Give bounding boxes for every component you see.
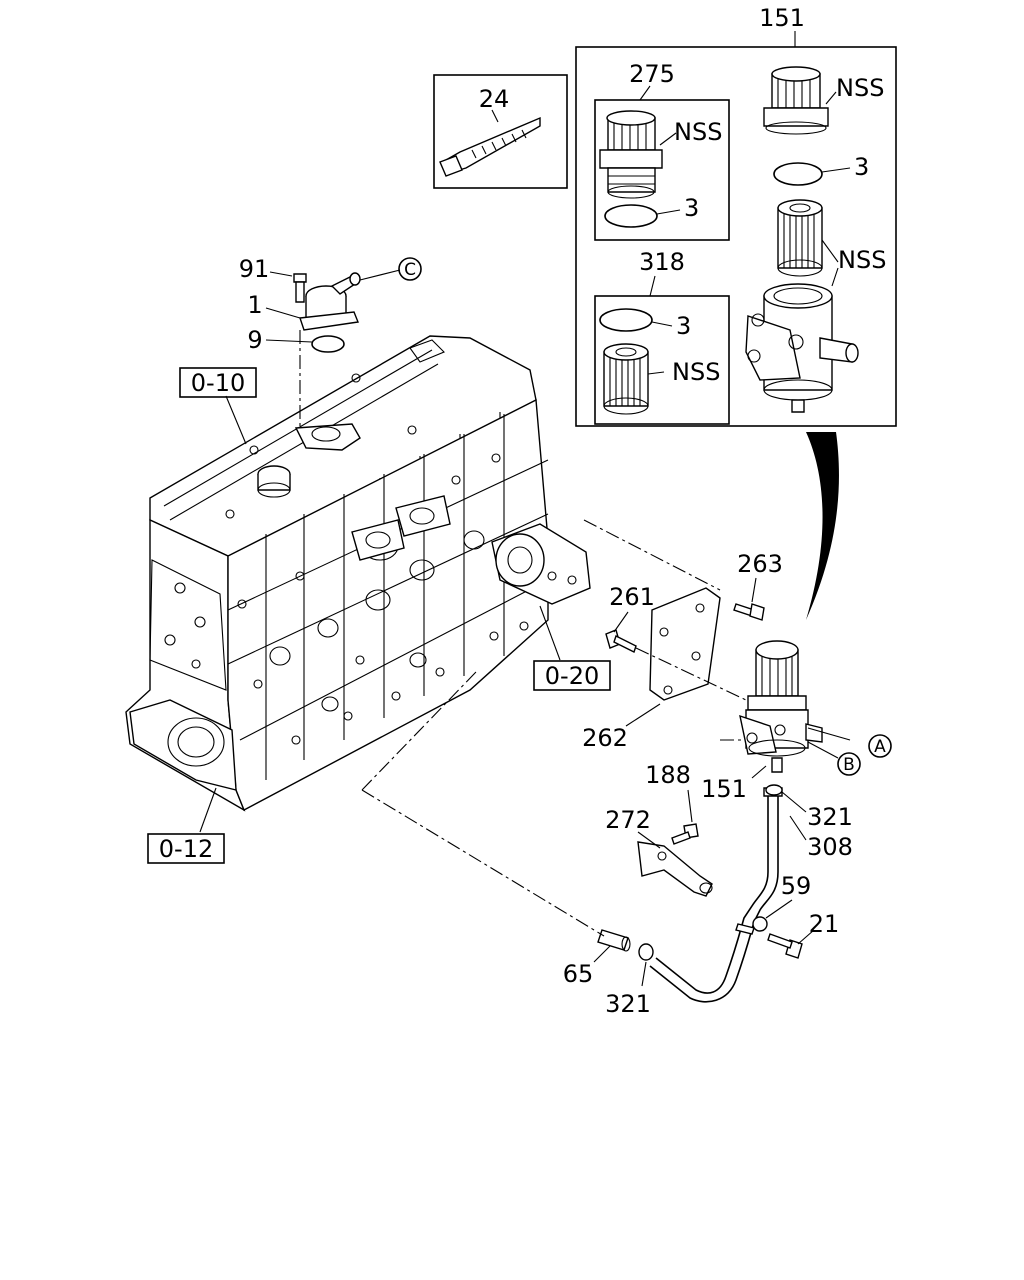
ref-0-20-text: 0-20 [545, 662, 599, 690]
circle-ref-b: B [837, 752, 861, 776]
ref-0-12-text: 0-12 [159, 835, 213, 863]
label-321-top: 321 [807, 803, 853, 831]
label-272: 272 [605, 806, 651, 834]
ref-box-0-12: 0-12 [147, 833, 225, 864]
label-262: 262 [582, 724, 628, 752]
label-nss-318: NSS [672, 358, 720, 386]
label-308: 308 [807, 833, 853, 861]
bolt-21 [767, 929, 815, 959]
o-ring-318 [599, 308, 673, 332]
ref-box-0-20: 0-20 [533, 660, 611, 691]
label-3-151: 3 [854, 153, 869, 181]
label-59: 59 [781, 872, 812, 900]
label-9: 9 [247, 326, 262, 354]
circle-ref-a-text: A [874, 737, 886, 757]
label-321-bottom: 321 [605, 990, 651, 1018]
label-188: 188 [645, 761, 691, 789]
label-263: 263 [737, 550, 783, 578]
bolt-188 [671, 789, 699, 845]
eye-bolt-321-bottom [638, 943, 654, 987]
label-3-275: 3 [684, 194, 699, 222]
label-275: 275 [629, 60, 675, 88]
bolt-263 [733, 577, 765, 621]
kit-151-box [575, 31, 897, 427]
circle-ref-c: C [398, 257, 422, 281]
circle-ref-a: A [868, 734, 892, 758]
label-65: 65 [563, 960, 594, 988]
bolt-91 [269, 271, 307, 303]
bracket-262 [625, 587, 721, 727]
label-nss-151-cap: NSS [836, 74, 884, 102]
callout-swoosh [806, 432, 839, 620]
label-nss-151-filter: NSS [838, 246, 886, 274]
label-261: 261 [609, 583, 655, 611]
label-318: 318 [639, 248, 685, 276]
label-nss-275: NSS [674, 118, 722, 146]
o-ring-9 [265, 335, 345, 353]
filter-cap-151 [763, 66, 837, 135]
o-ring-275 [604, 204, 681, 228]
eye-bolt-321-top [765, 784, 807, 813]
circle-ref-b-text: B [843, 755, 855, 775]
label-21: 21 [809, 910, 840, 938]
pipe-308 [649, 787, 783, 1003]
breather-part-1 [299, 272, 361, 331]
fitting-65 [593, 929, 631, 963]
label-91: 91 [239, 255, 270, 283]
cable-tie-24 [433, 74, 568, 189]
label-151-bottom: 151 [701, 775, 747, 803]
ref-0-10-text: 0-10 [191, 369, 245, 397]
label-24: 24 [479, 85, 510, 113]
filter-element-318 [603, 343, 665, 415]
label-3-318: 3 [676, 312, 691, 340]
bracket-272 [637, 831, 713, 897]
circle-ref-c-text: C [404, 260, 416, 280]
bolt-261 [605, 611, 637, 653]
ref-box-0-10: 0-10 [179, 367, 257, 398]
fuel-filter-assembly-151 [739, 640, 823, 773]
filter-element-151 [777, 199, 839, 277]
label-151-top: 151 [759, 4, 805, 32]
o-ring-151 [773, 162, 851, 186]
engine-block [125, 335, 591, 812]
filter-cap-275 [599, 110, 677, 199]
filter-housing-151 [745, 267, 859, 413]
clip-59 [752, 899, 793, 932]
label-1: 1 [247, 291, 262, 319]
